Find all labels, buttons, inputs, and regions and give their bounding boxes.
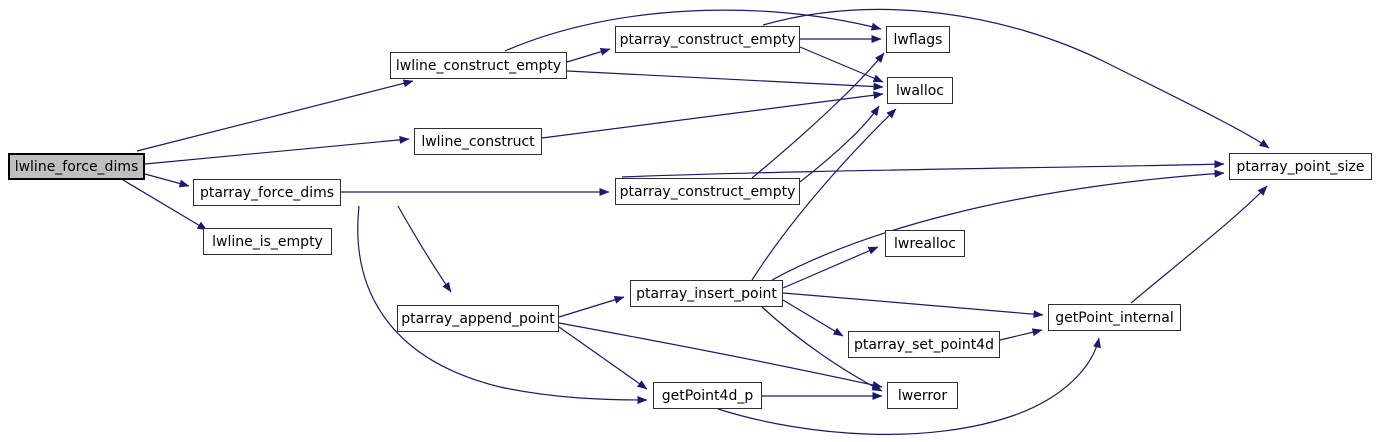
edge-ptarray_insert_point-to-lwerror — [761, 306, 883, 392]
edge-ptarray_append_point-to-getPoint4d_p — [558, 326, 648, 390]
edge-ptarray_append_point-to-lwerror — [558, 322, 883, 389]
graph-node-ptarray_construct_empty_mid[interactable]: ptarray_construct_empty — [615, 178, 800, 205]
graph-node-label: ptarray_append_point — [401, 310, 555, 327]
edge-ptarray_construct_empty_mid-to-lwalloc — [799, 105, 880, 183]
graph-node-label: ptarray_set_point4d — [854, 336, 994, 353]
edge-lwline_construct_empty-to-lwflags — [504, 9, 882, 52]
edge-ptarray_insert_point-to-lwrealloc — [782, 246, 879, 289]
graph-node-ptarray_set_point4d[interactable]: ptarray_set_point4d — [848, 331, 1000, 358]
graph-node-lwline_construct[interactable]: lwline_construct — [414, 128, 542, 155]
graph-node-label: getPoint4d_p — [661, 387, 754, 404]
graph-node-label: ptarray_construct_empty — [619, 31, 796, 48]
edge-ptarray_force_dims-to-ptarray_append_point — [397, 205, 452, 293]
graph-node-lwrealloc[interactable]: lwrealloc — [885, 230, 965, 257]
graph-node-lwline_construct_empty[interactable]: lwline_construct_empty — [390, 52, 567, 79]
graph-node-label: lwalloc — [896, 82, 944, 99]
edge-ptarray_insert_point-to-getPoint_internal — [782, 292, 1044, 319]
edge-lwline_construct-to-lwalloc — [541, 91, 884, 139]
graph-node-label: lwerror — [897, 387, 948, 404]
graph-node-lwflags[interactable]: lwflags — [886, 26, 950, 53]
graph-node-label: lwline_force_dims — [14, 158, 139, 175]
graph-node-label: lwline_construct_empty — [395, 57, 562, 74]
edge-ptarray_insert_point-to-ptarray_point_size — [771, 169, 1225, 281]
edge-ptarray_insert_point-to-lwalloc — [751, 108, 897, 281]
graph-node-ptarray_force_dims[interactable]: ptarray_force_dims — [193, 179, 341, 206]
edge-ptarray_construct_empty_top-to-ptarray_point_size — [762, 8, 1270, 149]
graph-node-label: ptarray_insert_point — [636, 285, 777, 302]
edge-lwline_force_dims-to-lwline_construct — [144, 135, 410, 165]
edge-getPoint4d_p-to-getPoint_internal — [717, 337, 1101, 435]
edge-lwline_construct_empty-to-ptarray_construct_empty_top — [566, 47, 611, 63]
graph-node-ptarray_point_size[interactable]: ptarray_point_size — [1229, 153, 1372, 180]
graph-node-lwline_force_dims[interactable]: lwline_force_dims — [8, 153, 145, 180]
graph-node-ptarray_append_point[interactable]: ptarray_append_point — [397, 305, 559, 332]
edge-ptarray_append_point-to-ptarray_insert_point — [558, 295, 625, 318]
edge-lwline_force_dims-to-ptarray_force_dims — [144, 173, 190, 188]
edge-ptarray_construct_empty_mid-to-ptarray_point_size — [621, 160, 1225, 178]
edge-ptarray_construct_empty_top-to-lwalloc — [799, 46, 884, 83]
graph-node-label: lwline_is_empty — [212, 233, 323, 250]
graph-node-label: getPoint_internal — [1055, 309, 1174, 326]
edge-lwline_construct_empty-to-lwalloc — [566, 70, 884, 91]
graph-node-label: lwflags — [893, 31, 943, 48]
graph-node-label: lwline_construct — [421, 133, 535, 150]
graph-node-getPoint4d_p[interactable]: getPoint4d_p — [653, 382, 762, 409]
edge-lwline_force_dims-to-lwline_is_empty — [122, 179, 208, 231]
edge-getPoint_internal-to-ptarray_point_size — [1130, 185, 1268, 304]
edge-ptarray_set_point4d-to-getPoint_internal — [999, 328, 1043, 341]
edge-lwline_force_dims-to-lwline_construct_empty — [136, 79, 414, 152]
edge-ptarray_insert_point-to-ptarray_set_point4d — [782, 299, 844, 337]
graph-node-lwalloc[interactable]: lwalloc — [887, 77, 953, 104]
graph-node-ptarray_insert_point[interactable]: ptarray_insert_point — [630, 280, 783, 307]
graph-node-getPoint_internal[interactable]: getPoint_internal — [1048, 304, 1181, 331]
edge-ptarray_force_dims-to-getPoint4d_p — [357, 205, 648, 404]
graph-node-label: ptarray_construct_empty — [619, 183, 796, 200]
graph-node-lwline_is_empty[interactable]: lwline_is_empty — [203, 228, 332, 255]
graph-node-lwerror[interactable]: lwerror — [887, 382, 958, 409]
graph-node-label: lwrealloc — [893, 235, 957, 252]
edge-ptarray_construct_empty_mid-to-lwflags — [751, 52, 885, 179]
graph-node-label: ptarray_point_size — [1236, 158, 1365, 175]
graph-node-ptarray_construct_empty_top[interactable]: ptarray_construct_empty — [615, 26, 800, 53]
graph-node-label: ptarray_force_dims — [199, 184, 335, 201]
